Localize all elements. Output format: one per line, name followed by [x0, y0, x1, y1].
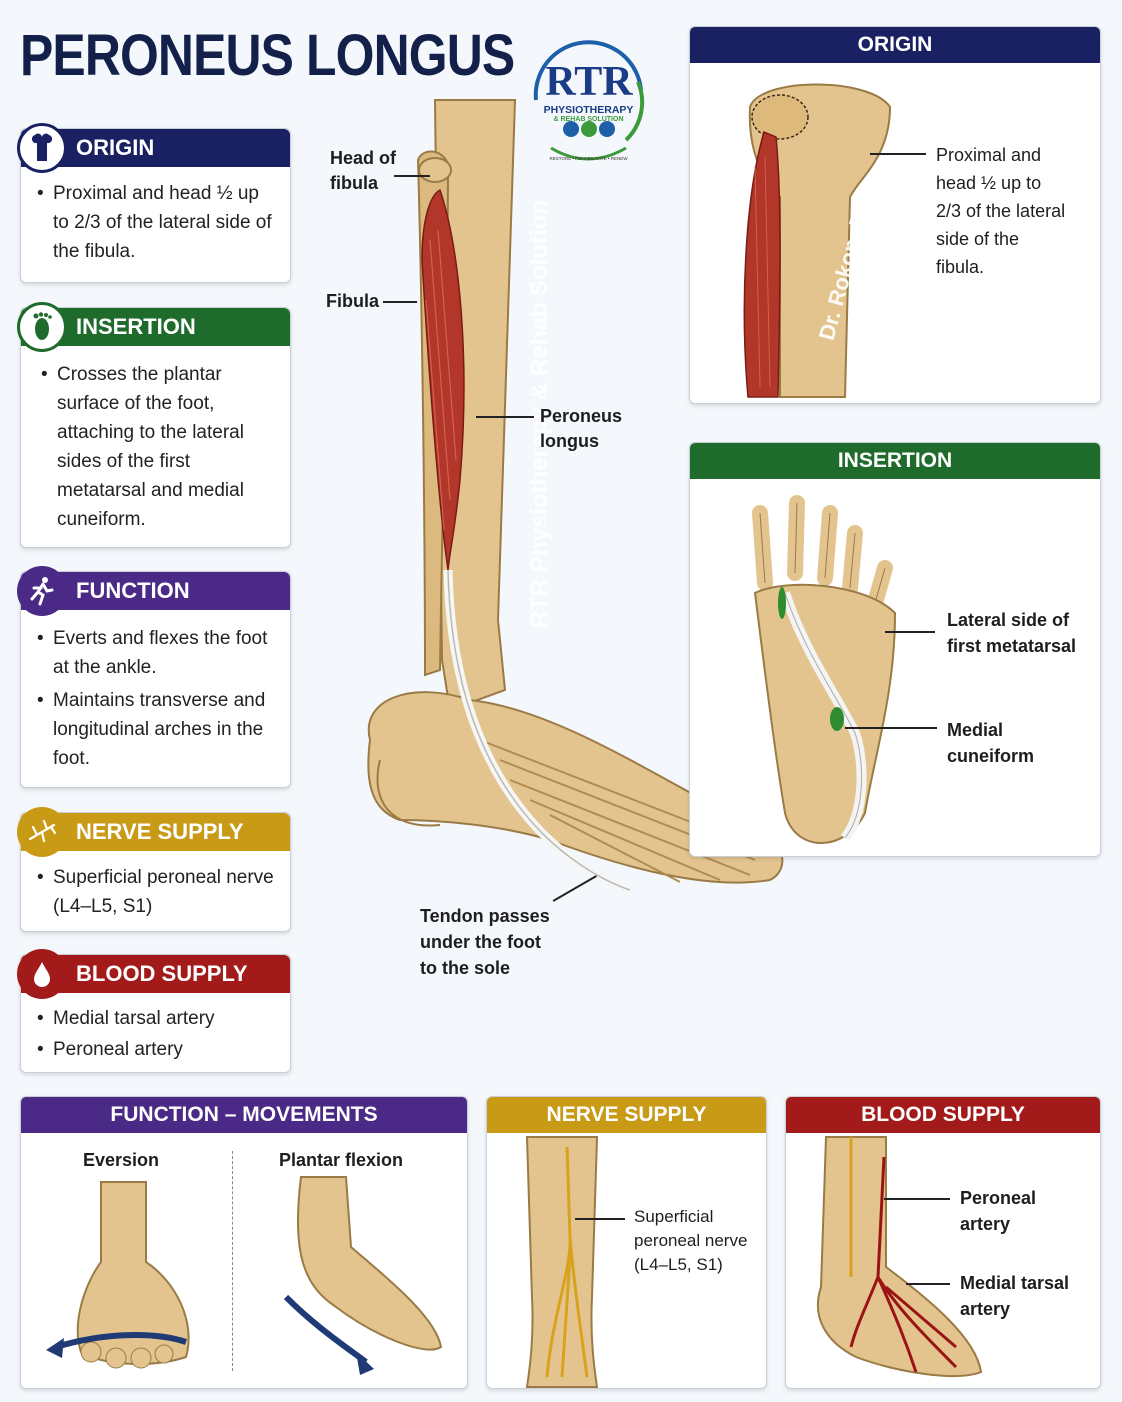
movements-panel-header: FUNCTION – MOVEMENTS	[21, 1097, 467, 1133]
page-title: PERONEUS LONGUS	[20, 23, 515, 88]
movements-panel: FUNCTION – MOVEMENTS Eversion Plantar fl…	[20, 1096, 468, 1389]
origin-card: ORIGIN Proximal and head ½ up to 2/3 of …	[17, 123, 291, 283]
blood-panel: BLOOD SUPPLY Peroneal artery Medial tars…	[785, 1096, 1101, 1389]
nerve-panel-header: NERVE SUPPLY	[487, 1097, 766, 1133]
nerve-card-item: Superficial peroneal nerve (L4–L5, S1)	[37, 863, 280, 921]
nerve-panel-label: Superficial peroneal nerve (L4–L5, S1)	[634, 1207, 748, 1274]
leg-illustration	[367, 99, 784, 895]
running-person-icon	[17, 566, 67, 616]
blood-foot-illustration	[816, 1136, 983, 1377]
leader-line	[884, 1198, 950, 1200]
blood-card-item: Medial tarsal artery	[37, 1003, 280, 1034]
nerve-leg-illustration	[525, 1136, 599, 1388]
leader-line	[383, 301, 417, 303]
label-head-of-fibula: Head of fibula	[330, 148, 397, 193]
insertion-panel-header: INSERTION	[690, 443, 1100, 479]
insertion-label-medial-cuneiform: Medial cuneiform	[947, 720, 1035, 766]
label-peroneus-longus: Peroneus longus	[540, 406, 623, 451]
leader-line	[394, 175, 430, 177]
origin-panel-label: Proximal and head ½ up to 2/3 of the lat…	[936, 145, 1066, 277]
function-card-item: Everts and flexes the foot at the ankle.	[37, 624, 280, 682]
insertion-panel: INSERTION Lateral side of first metatars…	[689, 442, 1101, 857]
nerve-card: NERVE SUPPLY Superficial peroneal nerve …	[17, 807, 291, 932]
logo-line2: & REHAB SOLUTION	[553, 116, 624, 123]
fibula-closeup-illustration	[743, 83, 892, 398]
origin-panel: ORIGIN Dr. Rokon, PT Proximal and head ½…	[689, 26, 1101, 404]
eversion-foot-illustration	[46, 1181, 190, 1369]
logo-line1: PHYSIOTHERAPY	[543, 104, 634, 116]
logo-ring-icon	[533, 40, 645, 161]
foot-sole-illustration	[752, 495, 897, 844]
origin-card-item: Proximal and head ½ up to 2/3 of the lat…	[37, 179, 280, 266]
insertion-label-first-metatarsal: Lateral side of first metatarsal	[947, 610, 1077, 656]
leader-line	[885, 631, 935, 633]
logo-text: RTR	[545, 59, 633, 105]
leader-line	[845, 727, 937, 729]
label-fibula: Fibula	[326, 291, 379, 311]
blood-label-medial-tarsal: Medial tarsal artery	[960, 1273, 1070, 1319]
function-card: FUNCTION Everts and flexes the foot at t…	[17, 566, 291, 788]
blood-drop-icon	[17, 949, 67, 999]
blood-panel-header: BLOOD SUPPLY	[786, 1097, 1100, 1133]
leader-line	[476, 416, 534, 418]
blood-label-peroneal: Peroneal artery	[960, 1188, 1037, 1234]
foot-icon	[17, 302, 67, 352]
insertion-card-header: INSERTION	[21, 308, 290, 346]
insertion-card: INSERTION Crosses the plantar surface of…	[17, 302, 291, 548]
nerve-icon	[17, 807, 67, 857]
logo-tagline: RESTORE • REHABILITATE • RENEW	[549, 156, 628, 161]
plantar-flexion-foot-illustration	[283, 1176, 443, 1375]
nerve-card-header: NERVE SUPPLY	[21, 813, 290, 851]
leader-line	[870, 153, 926, 155]
logo: RTR PHYSIOTHERAPY & REHAB SOLUTION RESTO…	[526, 30, 651, 170]
insertion-card-item: Crosses the plantar surface of the foot,…	[41, 360, 280, 534]
label-tendon: Tendon passes under the foot to the sole	[420, 906, 550, 978]
function-card-item: Maintains transverse and longitudinal ar…	[37, 686, 280, 773]
blood-card-item: Peroneal artery	[37, 1034, 280, 1065]
plantar-flexion-label: Plantar flexion	[279, 1150, 404, 1170]
divider	[232, 1151, 233, 1371]
eversion-label: Eversion	[83, 1150, 160, 1170]
nerve-panel: NERVE SUPPLY Superficial peroneal nerve …	[486, 1096, 767, 1389]
leader-line	[575, 1218, 625, 1220]
blood-card: BLOOD SUPPLY Medial tarsal artery Perone…	[17, 949, 291, 1073]
origin-panel-header: ORIGIN	[690, 27, 1100, 63]
function-card-header: FUNCTION	[21, 572, 290, 610]
bone-icon	[17, 123, 67, 173]
leader-line	[906, 1283, 950, 1285]
